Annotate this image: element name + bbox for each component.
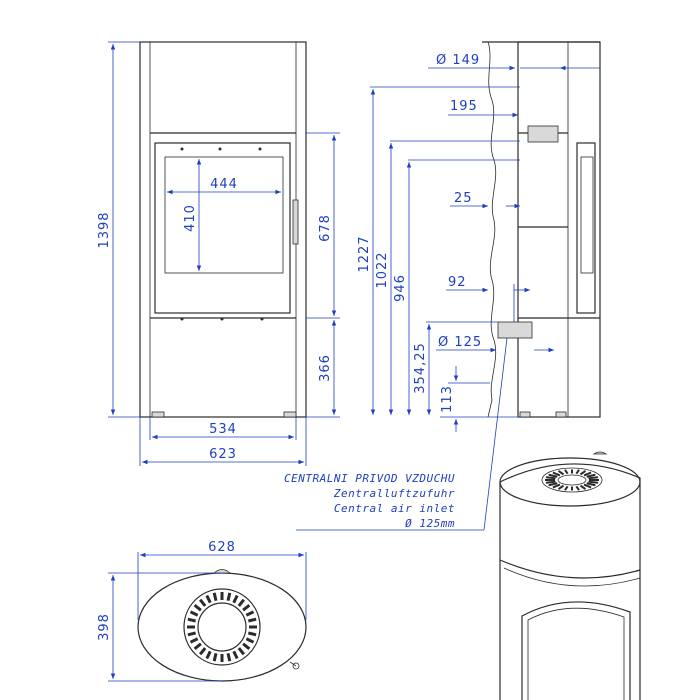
vent-slot [583,483,592,489]
perspective-vent-slots [545,469,599,491]
dim-total-height: 1398 [97,211,112,248]
vent-slot [579,470,587,476]
vent-slot [187,631,197,637]
vent-slot [237,598,245,607]
top-vent-slots [187,592,257,662]
air-inlet-note: CENTRALNI PRIVOD VZDUCHU Zentralluftzufu… [284,337,508,531]
dim-side-1227: 1227 [357,235,372,272]
dim-door-width: 534 [209,422,237,437]
vent-slot [545,476,556,480]
vent-slot [583,471,592,477]
top-view [137,569,307,682]
vent-slot [586,473,596,478]
dim-offset-92: 92 [448,275,467,290]
top-dimensions: 628 398 [97,540,307,682]
vent-slot [226,592,232,602]
note-line-3: Central air inlet [334,502,455,515]
front-view [139,41,307,418]
vent-slot [575,469,580,475]
front-dimensions: 1398 534 623 444 410 678 366 [97,41,340,466]
vent-slot [552,483,561,489]
vent-slot [247,617,257,623]
note-line-2: Zentralluftzufuhr [333,487,455,500]
vent-slot [199,647,207,656]
vent-slot [237,647,245,656]
vent-slot [189,637,199,644]
vent-slot [564,485,569,491]
dim-total-width: 623 [209,447,237,462]
door-handle [292,199,299,245]
dim-base-height: 366 [318,354,333,382]
dim-top-depth: 398 [97,613,112,641]
vent-slot [242,604,251,612]
vent-slot [193,642,202,650]
dim-side-1022: 1022 [375,251,390,288]
vent-slot [245,610,255,617]
perspective-detail [499,451,641,700]
vent-slot [557,470,565,476]
dim-door-height: 678 [318,214,333,242]
dim-side-113: 113 [440,385,455,413]
vent-slot [552,471,561,477]
vent-slot [187,617,197,623]
vent-slot [189,610,199,617]
dim-window-width: 444 [210,177,238,192]
vent-slot [205,594,212,604]
vent-slot [586,482,596,487]
dim-side-946: 946 [393,274,408,302]
dim-side-354: 354,25 [413,342,428,394]
vent-slot [193,604,202,612]
dim-flue-diameter: Ø 149 [436,53,480,68]
note-line-1: CENTRALNI PRIVOD VZDUCHU [284,472,455,485]
vent-slot [247,631,257,637]
note-line-4: Ø 125mm [405,517,455,530]
vent-slot [579,484,587,490]
vent-slot [199,598,207,607]
dim-inlet-diameter: Ø 125 [438,335,482,350]
vent-slot [588,476,599,480]
air-inlet [497,321,533,339]
vent-slot [242,642,251,650]
side-view [482,41,601,418]
dim-offset-25: 25 [454,191,473,206]
vent-slot [548,482,558,487]
vent-slot [545,480,556,484]
vent-slot [212,652,218,662]
side-dimensions: Ø 149 195 1227 1022 946 25 92 Ø 125 354, [357,53,600,432]
vent-slot [212,592,218,602]
vent-slot [548,473,558,478]
dim-window-height: 410 [183,204,198,232]
vent-slot [557,484,565,490]
vent-slot [588,480,599,484]
vent-slot [205,650,212,660]
vent-slot [232,650,239,660]
vent-slot [232,594,239,604]
vent-slot [575,485,580,491]
vent-slot [245,637,255,644]
dim-flue-offset: 195 [450,99,478,114]
flue-pipe [527,125,559,143]
dim-top-width: 628 [208,540,236,555]
vent-slot [226,652,232,662]
vent-slot [564,469,569,475]
